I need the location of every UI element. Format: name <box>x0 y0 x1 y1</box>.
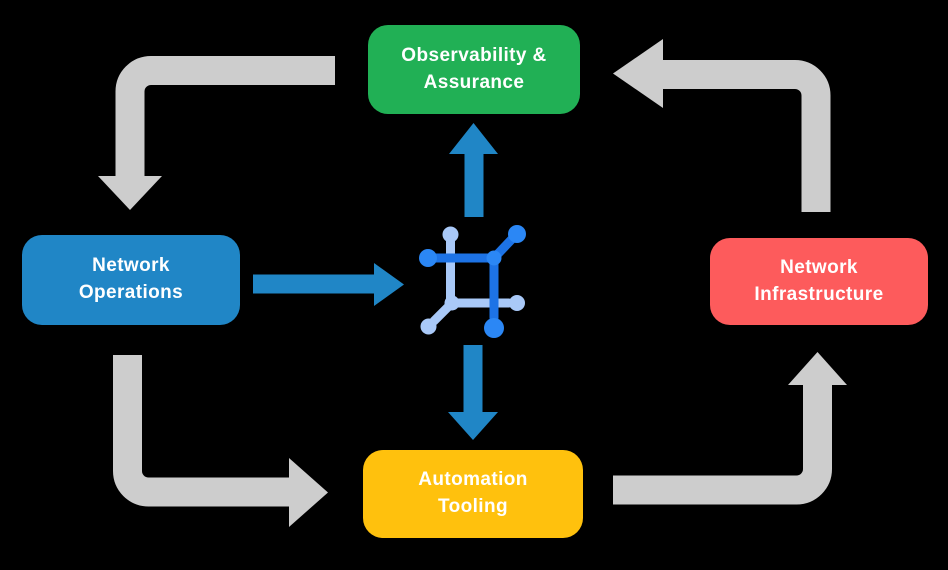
node-label-line: Observability & <box>401 44 547 66</box>
node-observability-assurance[interactable]: Observability & Assurance <box>368 25 580 114</box>
icon-topright-corner-dot <box>486 250 502 266</box>
blue-arrow-heads <box>374 123 498 440</box>
network-hub-dark-nodes <box>419 225 526 338</box>
node-network-infrastructure[interactable]: Network Infrastructure <box>710 238 928 325</box>
icon-left-node <box>419 249 437 267</box>
blue-arrow-shafts <box>253 153 484 413</box>
node-label-line: Tooling <box>438 496 508 517</box>
gray-arrow-strokes <box>113 56 832 507</box>
node-label-line: Network <box>92 255 170 277</box>
arrowhead-up-to-infrastructure <box>788 352 847 385</box>
arrow-observability-to-operations <box>115 56 335 178</box>
arrowhead-down-to-automation <box>448 412 498 440</box>
arrowhead-left-to-observability <box>613 39 663 108</box>
icon-bottomleft-node <box>420 318 437 335</box>
icon-topright-node <box>508 225 526 243</box>
icon-bottomleft-corner-dot <box>444 295 460 311</box>
node-label-line: Network <box>780 256 858 278</box>
node-label-line: Assurance <box>423 71 525 93</box>
icon-bottom-node <box>484 318 504 338</box>
arrow-infrastructure-to-observability <box>661 60 831 212</box>
arrow-automation-to-infrastructure <box>613 383 832 505</box>
network-hub-dark-parts <box>419 225 526 338</box>
node-network-operations[interactable]: Network Operations <box>22 235 240 325</box>
node-automation-tooling[interactable]: Automation Tooling <box>363 450 583 538</box>
arrowhead-right-to-center <box>374 263 404 306</box>
node-label-line: Automation <box>418 469 528 491</box>
icon-top-node <box>442 226 459 243</box>
gray-arrow-heads <box>98 39 847 527</box>
node-label-line: Infrastructure <box>754 283 884 305</box>
node-label-line: Operations <box>78 282 184 303</box>
network-hub-light-parts <box>420 226 525 335</box>
arrowhead-right-to-automation <box>289 458 328 527</box>
network-hub-icon <box>419 225 526 338</box>
icon-right-node <box>509 295 525 311</box>
arrow-operations-to-automation <box>113 355 291 507</box>
arrowhead-down-to-operations <box>98 176 162 210</box>
arrowhead-up-to-observability <box>449 123 498 154</box>
